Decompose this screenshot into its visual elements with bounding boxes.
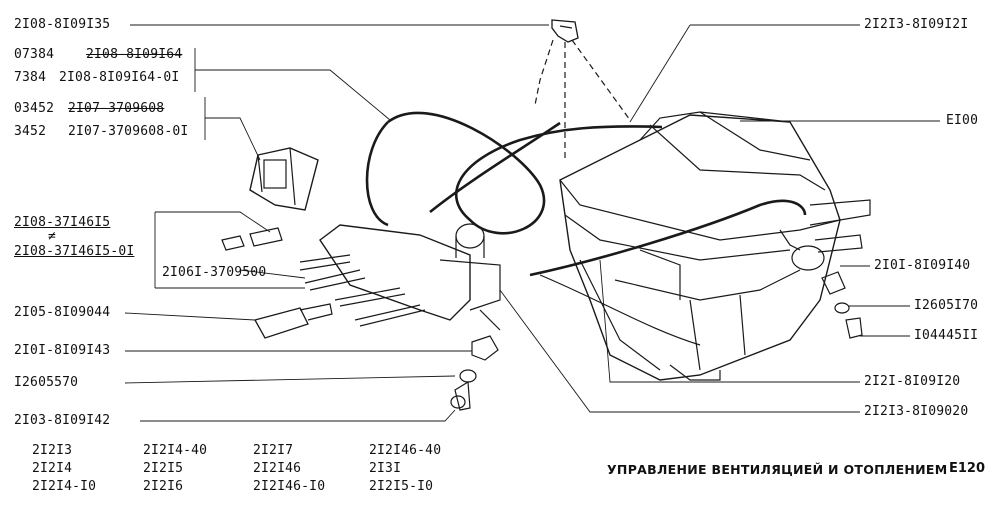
model-col2-row1: 2I2I4-40 [143, 443, 208, 458]
model-col3-row3: 2I2I46-I0 [253, 479, 326, 494]
callout-10444511: I04445II [914, 328, 979, 343]
model-col2-row3: 2I2I6 [143, 479, 184, 494]
callout-03452-number: 03452 [14, 101, 55, 116]
callout-2108-8109164: 2I08-8I09I64 [86, 47, 183, 62]
callout-2121-8109120: 2I2I-8I09I20 [864, 374, 961, 389]
callout-2107-3709608-01: 2I07-3709608-0I [68, 124, 189, 139]
cable-clip [534, 19, 631, 160]
callout-2108-3714615-01: 2I08-37I46I5-0I [14, 244, 135, 259]
callout-2101-8109140: 2I0I-8I09I40 [874, 258, 971, 273]
callout-2105-8109044: 2I05-8I09044 [14, 305, 111, 320]
callout-3452-number: 3452 [14, 124, 47, 139]
callout-2108-3714615: 2I08-37I46I5 [14, 215, 111, 230]
model-col1-row1: 2I2I3 [32, 443, 73, 458]
callout-2107-3709608: 2I07-3709608 [68, 101, 165, 116]
callout-12605570: I2605570 [14, 375, 79, 390]
diagram-code: E120 [949, 461, 986, 476]
lever-mechanism [299, 223, 501, 331]
control-cables [365, 111, 807, 346]
callout-7384-number: 7384 [14, 70, 47, 85]
heater-box [559, 111, 871, 381]
diagram-title: УПРАВЛЕНИЕ ВЕНТИЛЯЦИЕЙ И ОТОПЛЕНИЕМ [607, 462, 948, 477]
callout-2101-8109143: 2I0I-8I09I43 [14, 343, 111, 358]
model-col3-row1: 2I2I7 [253, 443, 294, 458]
model-col3-row2: 2I2I46 [253, 461, 302, 476]
model-col2-row2: 2I2I5 [143, 461, 184, 476]
model-col1-row3: 2I2I4-I0 [32, 479, 97, 494]
callout-07384-number: 07384 [14, 47, 55, 62]
switch-assembly [249, 147, 319, 211]
callout-2108-8109164-01: 2I08-8I09I64-0I [59, 70, 180, 85]
model-col4-row1: 2I2I46-40 [369, 443, 442, 458]
lamp-assembly [221, 227, 283, 251]
model-col4-row2: 2I3I [369, 461, 402, 476]
model-col4-row3: 2I2I5-I0 [369, 479, 434, 494]
model-col1-row2: 2I2I4 [32, 461, 73, 476]
leader-lines [124, 24, 940, 422]
callout-2103-8109142: 2I03-8I09I42 [14, 413, 111, 428]
callout-21213-8109020: 2I2I3-8I09020 [864, 404, 969, 419]
callout-E100: EI00 [946, 113, 979, 128]
callout-12605170: I2605I70 [914, 298, 979, 313]
right-fasteners [821, 271, 863, 339]
callout-replacement-mark: ≠ [48, 229, 57, 244]
control-knob [254, 303, 333, 339]
left-fasteners [450, 335, 499, 411]
callout-21213-8109121: 2I2I3-8I09I2I [864, 17, 969, 32]
callout-21061-3709500: 2I06I-3709500 [162, 265, 267, 280]
callout-2108-8109135: 2I08-8I09I35 [14, 17, 111, 32]
